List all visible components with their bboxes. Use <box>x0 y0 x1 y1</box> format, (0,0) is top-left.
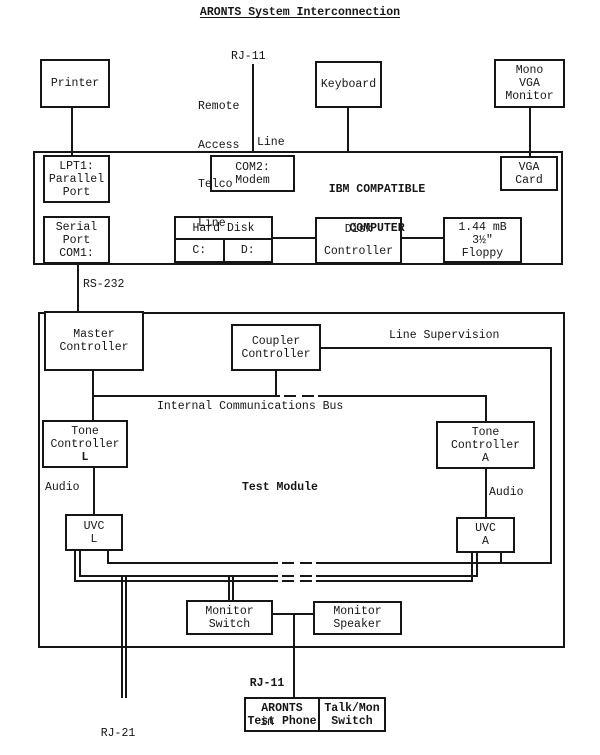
rj21-telco-lines <box>121 575 123 698</box>
ibm-computer-label: IBM COMPATIBLE COMPUTER <box>328 183 426 235</box>
vga-card-box: VGA Card <box>500 156 558 191</box>
monitor-speaker-box: Monitor Speaker <box>313 601 402 635</box>
diagram-title: ARONTS System Interconnection <box>199 6 401 19</box>
audio-left-wire <box>93 468 95 514</box>
rj11-rear-label: RJ-11 in rear <box>249 677 285 729</box>
rj11-telco-line <box>252 64 254 151</box>
uvcl-lower-drop <box>74 551 76 582</box>
coupler-bus-drop <box>275 371 277 395</box>
tone-controller-a-box: Tone Controller A <box>436 421 535 469</box>
hard-disk-header: Hard Disk <box>176 218 271 240</box>
lower-bus-dash <box>282 575 294 577</box>
line-supervision-wire <box>550 347 552 564</box>
printer-box: Printer <box>40 59 110 108</box>
test-module-frame <box>38 312 565 648</box>
lower-bus-dash <box>300 580 312 582</box>
tone-controller-l-box: Tone Controller L <box>42 420 128 468</box>
keyboard-box: Keyboard <box>315 61 382 108</box>
drive-c-cell: C: <box>176 240 225 261</box>
aronts-test-phone-cell: ARONTS Test Phone <box>246 699 320 730</box>
upper-bus-dash <box>300 562 312 564</box>
keyboard-cable <box>347 108 349 151</box>
lpt1-parallel-port-box: LPT1: Parallel Port <box>43 155 110 203</box>
rj11-rear-wire <box>293 613 295 697</box>
drive-d-cell: D: <box>240 244 255 257</box>
remote-access-telco-line-label: Remote Access Telco Line <box>198 100 240 230</box>
ibm-computer-frame <box>33 151 563 265</box>
rs232-cable <box>77 265 79 312</box>
internal-bus-label: Internal Communications Bus <box>157 400 344 413</box>
rj21-telco-label: RJ-21 12 Telco Lines <box>100 727 136 740</box>
rs232-label: RS-232 <box>83 278 125 291</box>
internal-bus-line <box>92 395 280 397</box>
floppy-box: 1.44 mB 3½" Floppy <box>443 217 522 263</box>
upper-bus-dash <box>282 562 294 564</box>
uvcl-upper-drop <box>107 551 109 564</box>
uvcl-lower-drop <box>79 551 81 577</box>
monitor-switch-drop <box>232 575 234 600</box>
com2-modem-box: COM2: Modem <box>210 155 295 192</box>
test-module-label: Test Module <box>242 481 318 494</box>
disk-controller-box: Disk Controller <box>315 217 402 264</box>
line-supervision-label: Line Supervision <box>389 329 500 342</box>
uvca-lower-drop <box>471 553 473 582</box>
line-label: Line <box>257 136 285 149</box>
uvca-upper-drop <box>500 553 502 564</box>
internal-bus-dash <box>302 395 314 397</box>
lower-bus-dash <box>282 580 294 582</box>
rj21-telco-lines <box>125 575 127 698</box>
hard-disk-box: Hard Disk C: D: <box>174 216 273 263</box>
lower-bus-line <box>74 580 278 582</box>
audio-right-label: Audio <box>489 486 524 499</box>
internal-bus-line <box>318 395 487 397</box>
bus-tonea-drop <box>485 395 487 421</box>
master-controller-box: Master Controller <box>44 311 144 371</box>
upper-bus-line <box>316 562 550 564</box>
lower-bus-line <box>316 575 478 577</box>
uvca-lower-drop <box>476 553 478 577</box>
talk-mon-switch-cell: Talk/Mon Switch <box>324 701 380 728</box>
audio-right-wire <box>485 469 487 517</box>
line-supervision-wire <box>321 347 550 349</box>
mono-vga-monitor-box: Mono VGA Monitor <box>494 59 565 108</box>
controller-floppy-link <box>402 237 443 239</box>
coupler-controller-box: Coupler Controller <box>231 324 321 371</box>
rj11-top-label: RJ-11 <box>231 50 266 63</box>
monitor-cable <box>529 108 531 156</box>
uvc-l-box: UVC L <box>65 514 123 551</box>
lower-bus-line <box>79 575 278 577</box>
monitor-switch-drop <box>228 575 230 600</box>
printer-cable <box>71 108 73 155</box>
audio-left-label: Audio <box>45 481 80 494</box>
harddisk-controller-link <box>273 237 315 239</box>
internal-bus-dash <box>284 395 296 397</box>
upper-bus-line <box>107 562 278 564</box>
serial-port-com1-box: Serial Port COM1: <box>43 216 110 264</box>
monitor-switch-box: Monitor Switch <box>186 600 273 635</box>
lower-bus-dash <box>300 575 312 577</box>
test-phone-box: ARONTS Test Phone Talk/Mon Switch <box>244 697 386 732</box>
uvc-a-box: UVC A <box>456 517 515 553</box>
lower-bus-line <box>316 580 473 582</box>
